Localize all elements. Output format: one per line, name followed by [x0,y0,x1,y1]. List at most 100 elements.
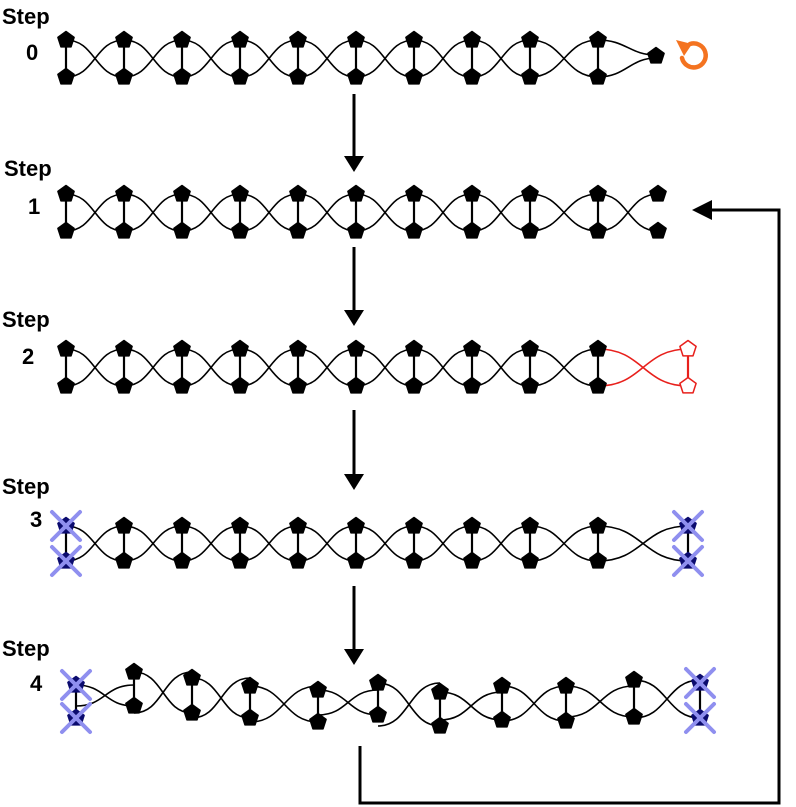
pentagon-node [405,376,423,394]
pentagon-node [463,551,481,569]
pentagon-node [625,670,643,688]
cross-link [249,685,319,723]
pentagon-node [347,376,365,394]
cross-link [471,348,531,387]
pentagon-node [589,339,607,357]
pentagon-node [521,339,539,357]
cross-link [75,684,135,707]
cross-link [597,39,657,56]
pentagon-node [463,339,481,357]
pentagon-node [289,221,307,239]
cross-link [191,677,251,719]
cross-link [501,685,567,722]
pentagon-node [589,516,607,534]
cross-link [413,525,473,562]
pentagon-node [115,67,133,85]
remove-cross-icon [684,667,716,699]
pentagon-node [115,551,133,569]
pentagon-node [589,551,607,569]
pentagon-node [289,376,307,394]
remove-cross-icon [672,545,704,577]
pentagon-node [405,516,423,534]
pentagon-node [347,30,365,48]
cross-link [355,39,415,78]
pentagon-node [521,30,539,48]
pentagon-node [289,516,307,534]
pentagon-node [405,221,423,239]
pentagon-node [521,221,539,239]
pentagon-node [125,696,143,714]
cross-link [297,39,357,78]
cross-link [239,525,299,562]
pentagon-node [557,711,575,729]
pentagon-node [405,67,423,85]
pentagon-node [369,705,387,723]
pentagon-node [625,707,643,725]
cross-link [597,525,689,562]
pentagon-node [405,339,423,357]
cross-link [355,525,415,562]
pentagon-node [173,184,191,202]
cross-link [123,39,183,78]
pentagon-node [679,376,697,394]
pentagon-node [57,67,75,85]
cross-link [239,348,299,387]
step-number: 4 [30,671,43,696]
pentagon-node [463,376,481,394]
pentagon-node [115,30,133,48]
pentagon-node [289,67,307,85]
cross-link [181,193,241,232]
step-number: 1 [28,194,41,219]
cross-link [439,691,503,721]
remove-cross-icon [50,545,82,577]
pentagon-node [125,662,143,680]
cross-link [317,689,379,716]
pentagon-node [115,516,133,534]
step-label-1: Step 1 [4,158,52,218]
pentagon-node [521,551,539,569]
pentagon-node [231,376,249,394]
step-number: 0 [26,40,39,65]
step-word: Step [2,636,50,661]
cross-link [65,348,125,387]
pentagon-node [231,67,249,85]
step-word: Step [2,307,50,332]
remove-cross-icon [672,510,704,542]
pentagon-node [347,551,365,569]
pentagon-node [173,339,191,357]
pentagon-node [521,184,539,202]
rotate-icon [676,40,708,70]
pentagon-node [115,221,133,239]
cross-link [239,39,299,78]
cross-link [471,193,531,232]
pentagon-node [231,339,249,357]
pentagon-node [241,676,259,694]
pentagon-node [463,30,481,48]
cross-link [133,671,193,714]
pentagon-node [521,376,539,394]
pentagon-node [589,184,607,202]
cross-link [65,525,125,562]
cross-link [471,525,531,562]
cross-link [123,525,183,562]
cross-link [181,39,241,78]
down-arrow-icon [344,649,364,665]
pentagon-node [309,712,327,730]
pentagon-node [521,67,539,85]
step-word: Step [2,4,50,29]
pentagon-node [115,339,133,357]
return-arrow-icon [358,208,781,805]
pentagon-node [431,716,449,734]
pentagon-node [463,516,481,534]
pentagon-node [289,184,307,202]
pentagon-node [309,680,327,698]
cross-link [297,525,357,562]
cross-link [471,39,531,78]
pentagon-node [173,516,191,534]
pentagon-node [231,221,249,239]
cross-link [65,193,125,232]
pentagon-node [57,376,75,394]
pentagon-node [57,30,75,48]
pentagon-node [241,708,259,726]
